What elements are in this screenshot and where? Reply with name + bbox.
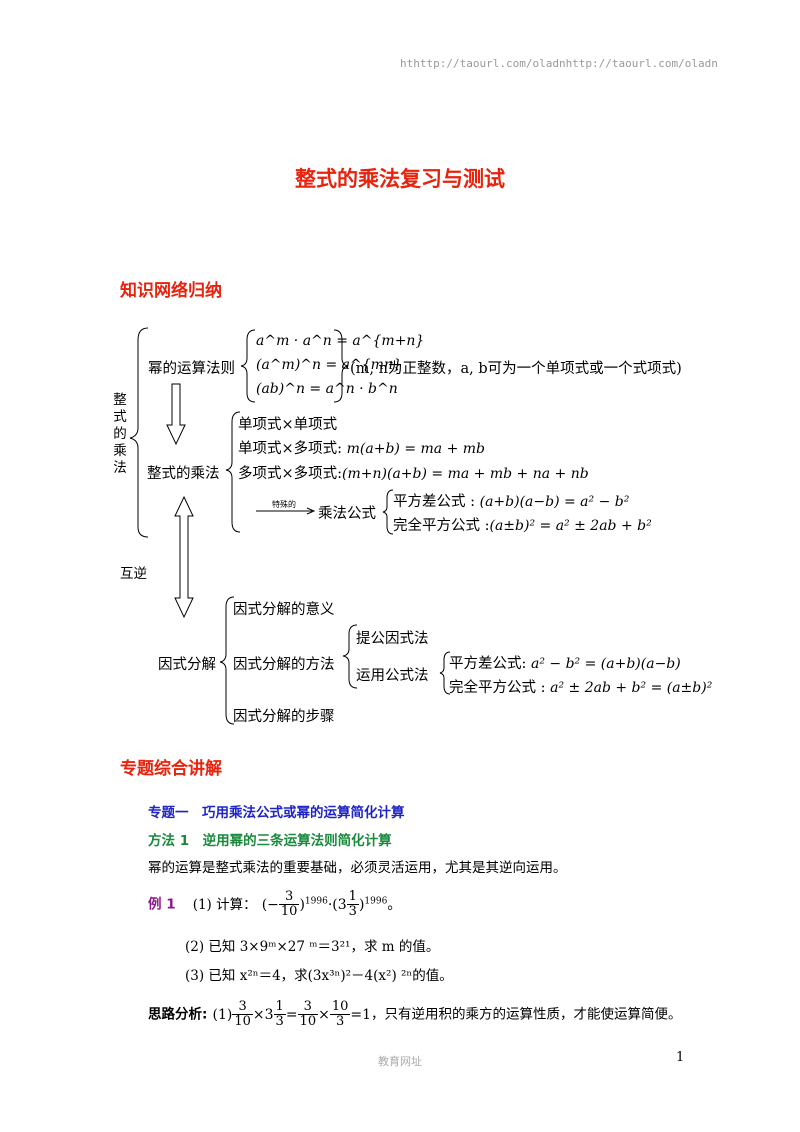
section-heading-topics: 专题综合讲解 — [120, 759, 222, 779]
section-heading-knowledge: 知识网络归纳 — [120, 281, 222, 301]
factor-method: 因式分解的方法 — [233, 657, 335, 673]
power-rules-label: 幂的运算法则 — [148, 361, 235, 377]
rule-condition-prefix: (m, n为正整数， — [350, 361, 461, 377]
rule-product-power: (ab)^n = a^n · b^n — [256, 381, 398, 397]
diagram-lines — [129, 327, 451, 725]
formula-diff-squares: 平方差公式 : (a+b)(a−b) = a² − b² — [393, 490, 629, 511]
mult-poly-poly-label: 多项式×多项式: — [238, 466, 343, 482]
example-q3: (3) 已知 x²ⁿ＝4，求(3x³ⁿ)²－4(x²) ²ⁿ的值。 — [185, 968, 453, 984]
factor-formula-square-name: 完全平方公式 : — [449, 680, 551, 696]
example-q1-prefix: (1) 计算： — [192, 896, 257, 913]
inverse-label: 互逆 — [120, 566, 147, 582]
mult-poly-poly-formula: (m+n)(a+b) = ma + mb + na + nb — [342, 466, 589, 482]
example-q2: (2) 已知 3×9ᵐ×27 ᵐ＝3²¹，求 m 的值。 — [185, 939, 440, 955]
rule-product: a^m · a^n = a^{m+n} — [256, 333, 425, 349]
analysis-text: ，只有逆用积的乘方的运算性质，才能使运算简便。 — [371, 1006, 682, 1023]
mult-mono-poly-label: 单项式×多项式: — [238, 441, 347, 457]
formula-diff-squares-expr: (a+b)(a−b) = a² − b² — [479, 494, 630, 510]
header-url: hthttp://taourl.com/oladnhttp://taourl.c… — [400, 57, 718, 70]
formula-diff-squares-name: 平方差公式 : — [393, 494, 480, 510]
root-label: 整式的乘法 — [113, 392, 127, 476]
rule-power: (a^m)^n = a^{mn} — [256, 357, 402, 373]
example-q1-exp-a: 1996 — [304, 895, 328, 906]
method-formula: 运用公式法 — [356, 668, 429, 684]
page-title: 整式的乘法复习与测试 — [295, 167, 505, 191]
formula-perfect-square-name: 完全平方公式 : — [393, 518, 490, 534]
factor-formula-diff-expr: a² − b² = (a+b)(a−b) — [531, 656, 681, 672]
mult-mono-poly-formula: m(a+b) = ma + mb — [346, 441, 486, 457]
formula-label: 乘法公式 — [318, 506, 376, 522]
method-heading: 方法 1 逆用幂的三条运算法则简化计算 — [148, 833, 392, 849]
example-q1-exp-b: 1996 — [364, 895, 388, 906]
example-label: 例 1 — [148, 896, 176, 913]
mult-poly-poly: 多项式×多项式:(m+n)(a+b) = ma + mb + na + nb — [238, 462, 589, 483]
page-number: 1 — [676, 1050, 685, 1065]
factor-formula-diff-name: 平方差公式: — [449, 656, 531, 672]
formula-perfect-square-expr: (a±b)² = a² ± 2ab + b² — [489, 518, 652, 534]
factor-steps: 因式分解的步骤 — [233, 709, 335, 725]
topic-heading: 专题一 巧用乘法公式或幂的运算简化计算 — [148, 805, 405, 821]
method-common-factor: 提公因式法 — [356, 631, 429, 647]
analysis-label: 思路分析: — [148, 1006, 208, 1023]
factor-label: 因式分解 — [158, 657, 216, 673]
formula-perfect-square: 完全平方公式 :(a±b)² = a² ± 2ab + b² — [393, 514, 652, 535]
mult-mono-poly: 单项式×多项式: m(a+b) = ma + mb — [238, 437, 485, 458]
factor-formula-square: 完全平方公式 : a² ± 2ab + b² = (a±b)² — [449, 676, 712, 697]
mult-label: 整式的乘法 — [147, 466, 220, 482]
special-label: 特殊的 — [272, 500, 296, 509]
rule-condition-suffix: a, b可为一个单项式或一个式项式) — [460, 361, 682, 377]
factor-formula-diff: 平方差公式: a² − b² = (a+b)(a−b) — [449, 652, 681, 673]
mult-mono-mono: 单项式×单项式 — [238, 417, 338, 433]
factor-meaning: 因式分解的意义 — [233, 602, 335, 618]
factor-formula-square-expr: a² ± 2ab + b² = (a±b)² — [550, 680, 713, 696]
footer-label: 教育网址 — [378, 1055, 422, 1068]
rule-condition: (m, n为正整数，a, b可为一个单项式或一个式项式) — [350, 357, 682, 378]
intro-paragraph: 幂的运算是整式乘法的重要基础，必须灵活运用，尤其是其逆向运用。 — [148, 860, 567, 876]
